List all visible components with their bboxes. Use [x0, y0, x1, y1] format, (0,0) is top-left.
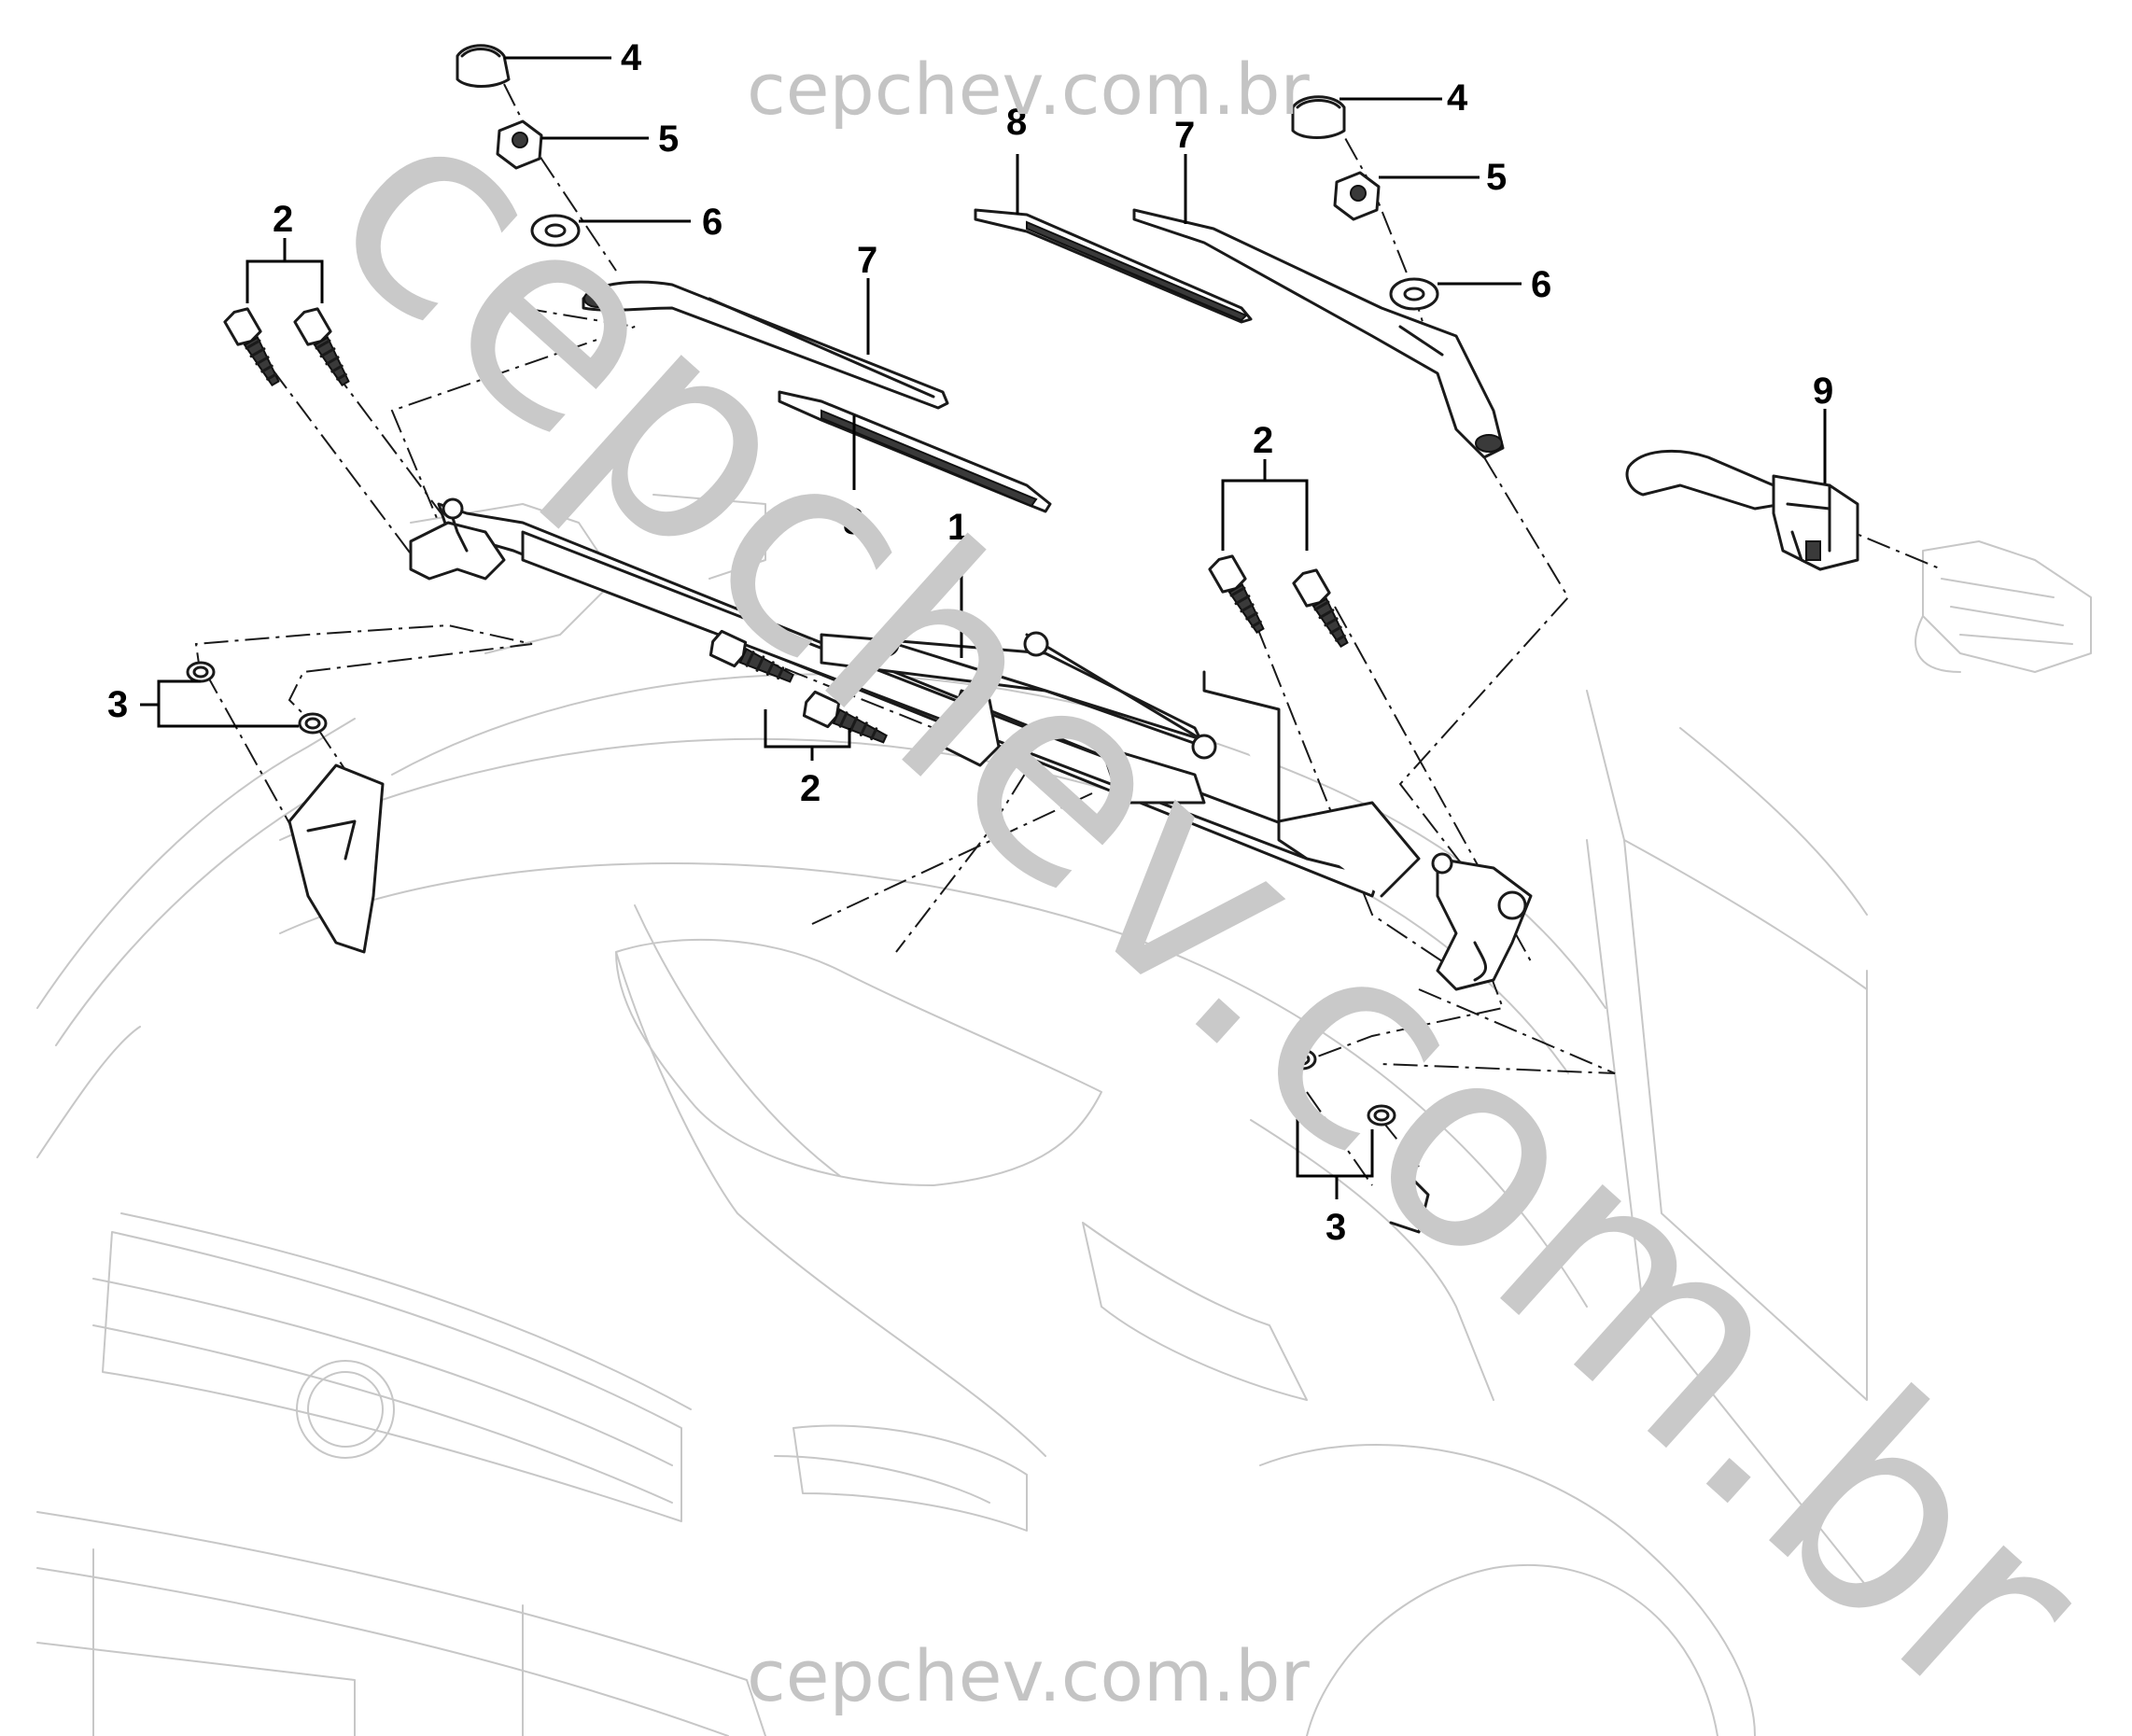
callout-3-left: 3: [107, 684, 128, 725]
callout-8-left: 8: [843, 501, 863, 542]
bolt: [708, 629, 794, 683]
callout-2-right: 2: [1253, 420, 1273, 461]
car-body-outline: [36, 494, 2092, 1736]
callout-7-right: 7: [1174, 115, 1195, 156]
caps-nuts-washers: [456, 44, 1439, 311]
callout-5-left: 5: [658, 119, 679, 160]
leader-lines: [140, 56, 1827, 1199]
callout-6-right: 6: [1531, 264, 1551, 305]
callout-6-left: 6: [702, 202, 722, 243]
callout-9: 9: [1813, 371, 1833, 412]
callout-4-left: 4: [621, 37, 642, 78]
grommets: [186, 661, 1430, 1234]
wiper-blades: [778, 208, 1253, 513]
callout-1: 1: [947, 507, 968, 548]
bolt: [802, 690, 888, 744]
bolt: [1292, 568, 1349, 648]
callout-2-top-left: 2: [273, 199, 293, 240]
callout-3-right: 3: [1325, 1207, 1346, 1248]
callout-4-right: 4: [1447, 77, 1468, 119]
bolt: [1208, 554, 1265, 634]
watermark-top: cepchev.com.br: [747, 48, 1310, 131]
callout-2-middle: 2: [800, 768, 821, 809]
bolt: [223, 307, 280, 386]
wiper-linkage-assembly: [409, 497, 1533, 991]
wiper-switch-stalk: [1625, 449, 1859, 571]
callout-labels: 1 2 2 2 3 3 4 4 5 5 6 6 7 7 8 8 9: [107, 37, 1833, 1248]
bolts: [223, 307, 1349, 744]
callout-5-right: 5: [1486, 157, 1507, 198]
wiper-arms: [582, 208, 1505, 459]
bolt: [293, 307, 350, 386]
callout-8-right: 8: [1006, 102, 1027, 143]
callout-7-left: 7: [857, 240, 877, 281]
watermark-bottom: cepchev.com.br: [747, 1634, 1310, 1717]
